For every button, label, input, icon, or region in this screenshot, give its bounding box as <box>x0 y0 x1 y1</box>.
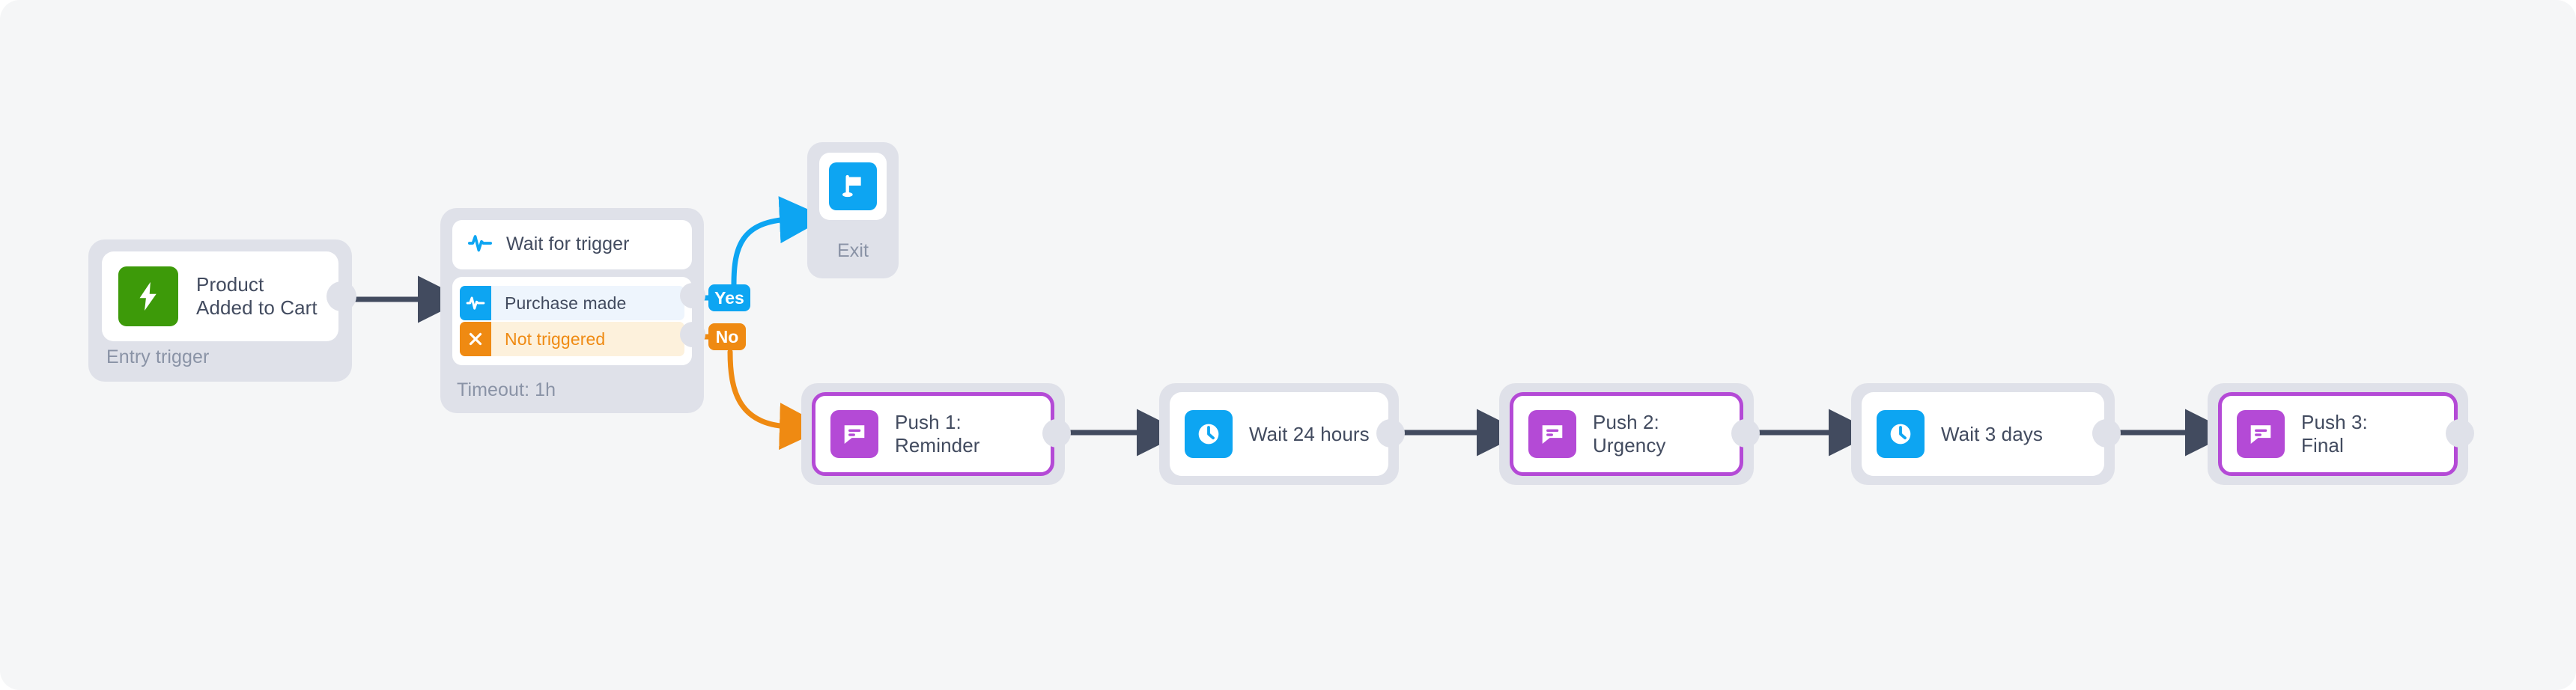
clock-icon <box>1877 410 1925 458</box>
connector-notch <box>1376 419 1405 448</box>
step-node-push1[interactable]: Push 1: Reminder <box>801 383 1071 485</box>
step-card-wait1[interactable]: Wait 24 hours <box>1170 392 1388 476</box>
chat-bubble-icon <box>830 410 878 458</box>
chat-bubble-icon <box>2237 410 2285 458</box>
branch-pill-no[interactable]: No <box>708 323 746 350</box>
entry-trigger-label: Product Added to Cart <box>196 273 318 319</box>
entry-trigger-caption: Entry trigger <box>106 346 210 367</box>
step-label-wait1: Wait 24 hours <box>1249 422 1370 445</box>
connector-notch <box>2092 419 2121 448</box>
step-label-push2: Push 2: Urgency <box>1593 411 1666 457</box>
connector-notch <box>2446 419 2474 448</box>
step-label-push3: Push 3: Final <box>2301 411 2368 457</box>
connector-notch <box>326 281 356 311</box>
exit-node-caption: Exit <box>836 240 869 261</box>
step-node-wait1[interactable]: Wait 24 hours <box>1159 383 1405 485</box>
exit-node-card[interactable] <box>819 153 887 220</box>
wait-for-trigger-header-label: Wait for trigger <box>506 233 630 255</box>
step-node-push2[interactable]: Push 2: Urgency <box>1499 383 1760 485</box>
connector-notch <box>680 322 705 347</box>
step-label-wait2: Wait 3 days <box>1941 422 2043 445</box>
wait-for-trigger-caption: Timeout: 1h <box>457 379 556 400</box>
branch-pill-yes[interactable]: Yes <box>708 284 750 311</box>
step-card-push2[interactable]: Push 2: Urgency <box>1510 392 1743 476</box>
step-card-push1[interactable]: Push 1: Reminder <box>812 392 1054 476</box>
branch-row-purchase-made[interactable]: Purchase made <box>460 286 684 320</box>
wait-for-trigger-header[interactable]: Wait for trigger <box>452 220 692 269</box>
exit-node[interactable]: Exit <box>807 142 899 278</box>
clock-icon <box>1185 410 1233 458</box>
step-card-push3[interactable]: Push 3: Final <box>2218 392 2458 476</box>
close-x-icon <box>460 322 491 356</box>
flag-icon <box>829 162 877 210</box>
connector-notch <box>1042 419 1071 448</box>
branch-label-not-triggered: Not triggered <box>505 329 606 349</box>
wait-for-trigger-branches: Purchase made Not triggered <box>452 277 692 365</box>
step-node-wait2[interactable]: Wait 3 days <box>1851 383 2121 485</box>
entry-trigger-node[interactable]: Product Added to Cart Entry trigger <box>88 239 356 382</box>
branch-row-not-triggered[interactable]: Not triggered <box>460 322 684 356</box>
activity-pulse-icon <box>460 286 491 320</box>
connector-notch <box>1731 419 1760 448</box>
branch-label-purchase-made: Purchase made <box>505 293 627 313</box>
entry-trigger-card[interactable]: Product Added to Cart <box>102 251 338 341</box>
lightning-bolt-icon <box>118 266 178 326</box>
wait-for-trigger-node[interactable]: Wait for trigger Purchase made Not trigg… <box>440 208 705 413</box>
step-node-push3[interactable]: Push 3: Final <box>2208 383 2474 485</box>
step-label-push1: Push 1: Reminder <box>895 411 980 457</box>
activity-pulse-icon <box>467 230 493 260</box>
chat-bubble-icon <box>1528 410 1576 458</box>
step-card-wait2[interactable]: Wait 3 days <box>1862 392 2104 476</box>
connector-notch <box>680 283 705 308</box>
